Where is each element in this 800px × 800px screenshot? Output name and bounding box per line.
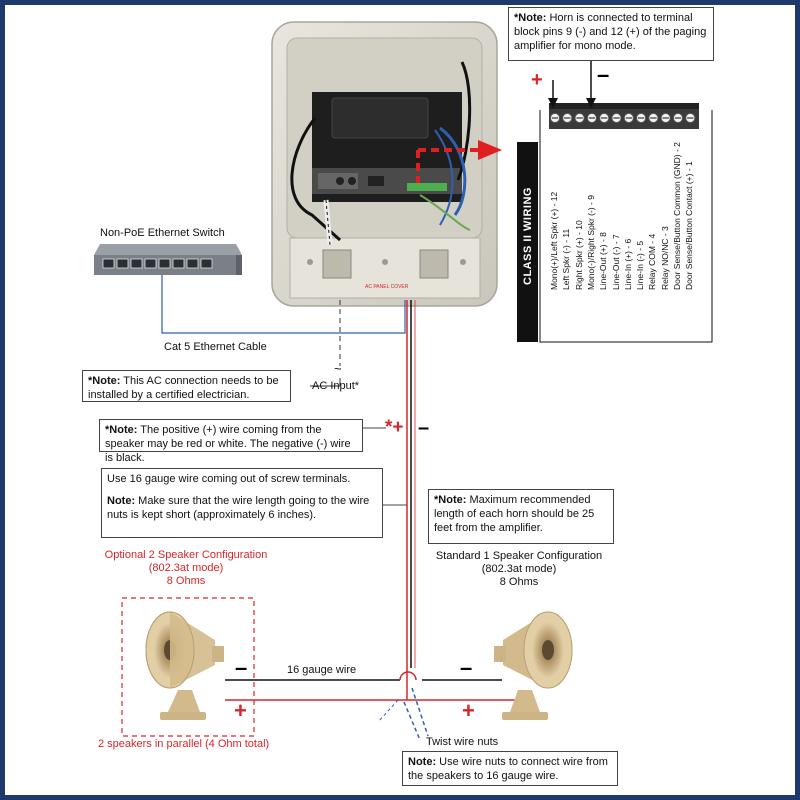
ac-note-prefix: *Note: <box>88 375 121 387</box>
ethernet-port <box>144 258 157 269</box>
standard-config-line1: Standard 1 Speaker Configuration <box>435 550 603 562</box>
length-note-prefix: *Note: <box>434 494 467 506</box>
horn-note: *Note: Horn is connected to terminal blo… <box>508 7 714 61</box>
terminal-pin-label: Relay NO/NC - 3 <box>659 226 670 290</box>
optional-config-label: Optional 2 Speaker Configuration (802.3a… <box>96 549 276 588</box>
horn-note-prefix: *Note: <box>514 12 547 24</box>
twist-wire-nuts-label: Twist wire nuts <box>426 736 499 748</box>
right-horn-speaker <box>494 611 573 720</box>
terminal-screws <box>549 112 696 124</box>
optional-speaker-box <box>121 597 255 737</box>
horn-note-text: Horn is connected to terminal block pins… <box>514 12 707 52</box>
left-horn-plus: + <box>234 698 247 723</box>
wire-color-note-text: The positive (+) wire coming from the sp… <box>105 424 351 464</box>
ac-input-label: AC Input* <box>312 380 360 392</box>
wire-nuts-note: Note: Use wire nuts to connect wire from… <box>402 751 618 786</box>
standard-config-line3: 8 Ohms <box>499 576 539 588</box>
optional-config-line3: 8 Ohms <box>166 575 206 587</box>
horn-plus-sign: + <box>531 69 543 91</box>
cat5-cable-label: Cat 5 Ethernet Cable <box>164 341 267 353</box>
ethernet-port <box>116 258 129 269</box>
amp-terminal-block <box>407 183 447 191</box>
terminal-pin-label: Line-Out (+) - 8 <box>598 232 609 290</box>
standard-config-label: Standard 1 Speaker Configuration (802.3a… <box>424 550 614 589</box>
gauge-note-prefix: Note: <box>107 495 136 507</box>
ethernet-port <box>172 258 185 269</box>
right-horn-plus: + <box>462 698 475 723</box>
terminal-pin-label: Line-In (+) - 6 <box>622 238 633 290</box>
gauge-note-line1: Use 16 gauge wire coming out of screw te… <box>107 473 351 485</box>
ac-note: *Note: This AC connection needs to be in… <box>82 370 291 402</box>
right-horn-minus: – <box>460 655 473 680</box>
terminal-pin-label: Line-In (-) - 5 <box>635 240 646 290</box>
horn-minus-sign: – <box>597 62 610 87</box>
ac-tilde-symbol: ~ <box>334 361 342 376</box>
ethernet-port <box>102 258 115 269</box>
wire-color-note: *Note: The positive (+) wire coming from… <box>99 419 363 464</box>
enclosure <box>271 21 498 307</box>
ac-panel-cover-label: AC PANEL COVER <box>365 284 409 290</box>
switch-label: Non-PoE Ethernet Switch <box>100 227 225 239</box>
wire-minus-sign: – <box>418 417 430 439</box>
optional-config-line1: Optional 2 Speaker Configuration <box>104 549 268 561</box>
wire-color-note-prefix: *Note: <box>105 424 138 436</box>
parallel-speakers-label: 2 speakers in parallel (4 Ohm total) <box>98 738 270 750</box>
terminal-pin-label: Line-Out (-) - 7 <box>610 234 621 290</box>
terminal-panel <box>517 103 713 343</box>
class2-wiring-label: CLASS II WIRING <box>522 187 534 285</box>
terminal-pin-label: Right Spkr (+) - 10 <box>573 220 584 290</box>
max-length-note: *Note: Maximum recommended length of eac… <box>428 489 614 544</box>
terminal-pin-label: Relay COM - 4 <box>647 233 658 290</box>
standard-config-line2: (802.3at mode) <box>481 563 557 575</box>
ethernet-port <box>200 258 213 269</box>
ac-note-text: This AC connection needs to be installed… <box>88 375 279 401</box>
terminal-pin-label: Door Sense/Button Common (GND) - 2 <box>672 142 682 290</box>
ethernet-port <box>158 258 171 269</box>
terminal-pin-label: Left Spkr (-) - 11 <box>561 228 572 290</box>
left-horn-minus: – <box>235 655 248 680</box>
terminal-pin-label: Mono(-)/Right Spkr (-) - 9 <box>585 195 596 290</box>
length-note-text: Maximum recommended length of each horn … <box>434 494 595 534</box>
ethernet-port <box>130 258 143 269</box>
left-horn-speaker <box>145 611 224 720</box>
wire-plus-sign: *+ <box>385 417 404 438</box>
ethernet-port <box>186 258 199 269</box>
wire-nuts-note-prefix: Note: <box>408 756 437 768</box>
optional-config-line2: (802.3at mode) <box>148 562 224 574</box>
gauge-wire-note: Use 16 gauge wire coming out of screw te… <box>101 468 383 538</box>
terminal-pin-label: Mono(+)/Left Spkr (+) - 12 <box>549 191 559 290</box>
wire-nuts-note-text: Use wire nuts to connect wire from the s… <box>408 756 608 782</box>
gauge-wire-label: 16 gauge wire <box>287 664 357 676</box>
switch-ports <box>102 258 213 269</box>
gauge-note-text: Make sure that the wire length going to … <box>107 495 370 521</box>
terminal-pin-label: Door Sense/Button Contact (+) - 1 <box>684 161 695 290</box>
